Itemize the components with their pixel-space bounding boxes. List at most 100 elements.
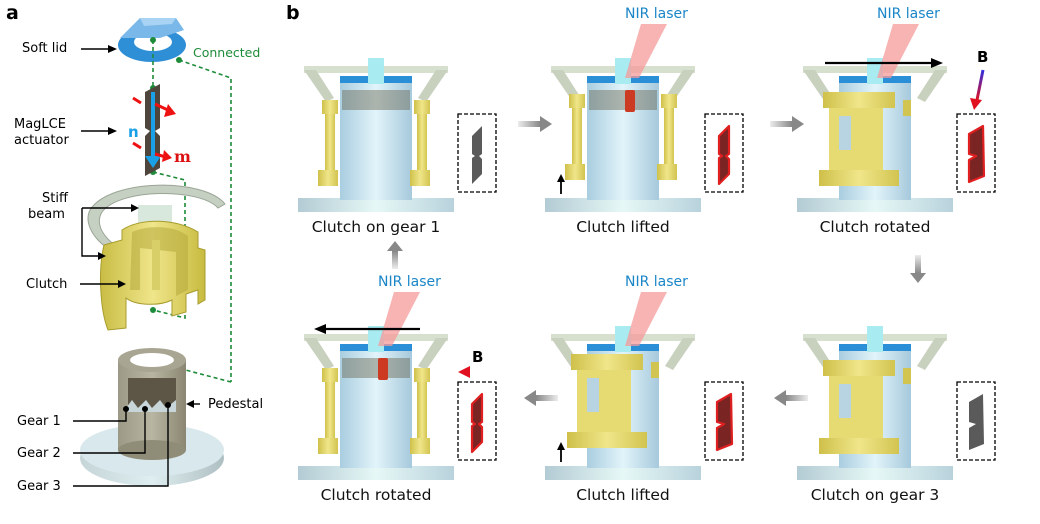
actuator-inset-shape — [717, 124, 731, 186]
panel-a-letter: a — [6, 2, 19, 24]
gear2-label: Gear 2 — [17, 446, 61, 461]
clutch-lower-block — [318, 170, 338, 186]
pedestal-label: Pedestal — [208, 397, 264, 412]
base-plate — [545, 466, 701, 480]
step-6-illustration — [298, 292, 497, 480]
clutch-upper-block — [569, 94, 585, 108]
stiff-beam-left-leg — [304, 70, 334, 102]
clutch-body — [829, 376, 883, 438]
lift-arrow-head — [557, 174, 565, 182]
clutch-lower-block — [410, 438, 430, 454]
step-4-illustration — [797, 326, 996, 480]
nir-laser-beam — [625, 24, 667, 78]
step-5-illustration — [545, 292, 744, 480]
base-plate — [545, 198, 701, 212]
step-3-caption: Clutch rotated — [819, 218, 931, 236]
rotation-arrow-head — [314, 324, 326, 334]
clutch-upper-block — [322, 368, 338, 382]
gear1-label: Gear 1 — [17, 414, 61, 429]
soft-lid-label: Soft lid — [22, 41, 68, 56]
step-3-illustration — [797, 24, 996, 212]
actuator-inset-shape — [967, 124, 986, 184]
clutch-pillar — [325, 114, 335, 170]
stiff-beam-right-leg — [418, 338, 448, 370]
step-2-illustration — [545, 24, 744, 212]
panel-b-letter: b — [286, 2, 300, 24]
clutch-bottom-band — [819, 438, 899, 454]
base-plate — [797, 198, 953, 212]
clutch-upper-block — [322, 100, 338, 114]
heated-actuator — [625, 90, 635, 112]
clutch-lower-block — [318, 438, 338, 454]
stiff-beam-right-leg — [917, 338, 947, 370]
clutch-part — [100, 220, 206, 331]
nir-laser-label: NIR laser — [877, 6, 940, 22]
clutch-upper-block — [414, 368, 430, 382]
pedestal-cylinder — [587, 78, 659, 200]
actuator-inset-box — [704, 381, 744, 461]
clutch-right-tab — [651, 362, 659, 378]
magnetic-field-label: B — [977, 48, 989, 66]
pedestal-cylinder — [340, 78, 412, 200]
clutch-right-tab — [903, 368, 911, 384]
nir-laser-label: NIR laser — [625, 6, 688, 22]
clutch-bottom-band — [819, 170, 899, 186]
clutch-lower-block — [565, 164, 585, 180]
stiff-beam-label-line2: beam — [28, 207, 65, 222]
clutch-pillar — [572, 108, 582, 164]
step-4-caption: Clutch on gear 3 — [810, 486, 940, 504]
gear3-label: Gear 3 — [17, 479, 61, 494]
clutch-upper-block — [414, 100, 430, 114]
flow-arrow-6 — [387, 241, 403, 269]
clutch-upper-block — [661, 94, 677, 108]
maglce-label-line2: actuator — [14, 133, 69, 148]
base-plate — [797, 466, 953, 480]
stiff-beam-right-leg — [418, 70, 448, 102]
nir-laser-label: NIR laser — [625, 274, 688, 290]
clutch-interior-shadow — [589, 90, 657, 110]
lift-arrow-head — [557, 442, 565, 450]
step-1-illustration — [298, 58, 497, 212]
flow-arrow-4 — [774, 390, 808, 406]
stiff-beam-right-leg — [665, 338, 695, 370]
magnetic-field-arrow-head — [970, 98, 982, 110]
clutch-top-band — [571, 354, 643, 370]
step-2-caption: Clutch lifted — [576, 218, 670, 236]
heated-actuator — [378, 358, 388, 380]
connected-label: Connected — [193, 45, 261, 60]
flow-arrow-1 — [518, 116, 552, 132]
step-1-caption: Clutch on gear 1 — [311, 218, 441, 236]
clutch-lower-block — [657, 164, 677, 180]
clutch-top-band — [823, 360, 895, 376]
clutch-body — [577, 370, 631, 432]
clutch-pillar — [417, 114, 427, 170]
actuator-inset-shape — [470, 392, 484, 454]
clutch-pillar — [325, 382, 335, 438]
clutch-right-tab — [903, 100, 911, 116]
flow-arrow-2 — [770, 116, 804, 132]
base-plate — [298, 466, 454, 480]
maglce-actuator-part — [132, 84, 176, 176]
stiff-beam-left-leg — [304, 338, 334, 370]
stiff-beam-right-leg — [917, 70, 947, 102]
clutch-top-band — [823, 92, 895, 108]
stiff-beam-label-line1: Stiff — [42, 191, 68, 206]
maglce-label-line1: MagLCE — [14, 117, 66, 132]
leader-arrowheads — [98, 45, 194, 412]
actuator-inset-box — [956, 381, 996, 461]
actuator-block — [867, 326, 883, 352]
step-5-caption: Clutch lifted — [576, 486, 670, 504]
flow-arrow-5 — [524, 390, 558, 406]
clutch-label: Clutch — [26, 277, 68, 292]
clutch-lower-block — [410, 170, 430, 186]
base-plate — [298, 198, 454, 212]
pedestal-cylinder — [340, 346, 412, 468]
magnetic-field-arrow-head — [458, 366, 470, 378]
clutch-body — [829, 108, 883, 170]
nir-laser-label: NIR laser — [378, 274, 441, 290]
clutch-window — [839, 116, 851, 150]
nir-laser-beam — [378, 292, 420, 346]
actuator-inset-box — [457, 381, 497, 461]
actuator-inset-shape — [715, 392, 734, 452]
